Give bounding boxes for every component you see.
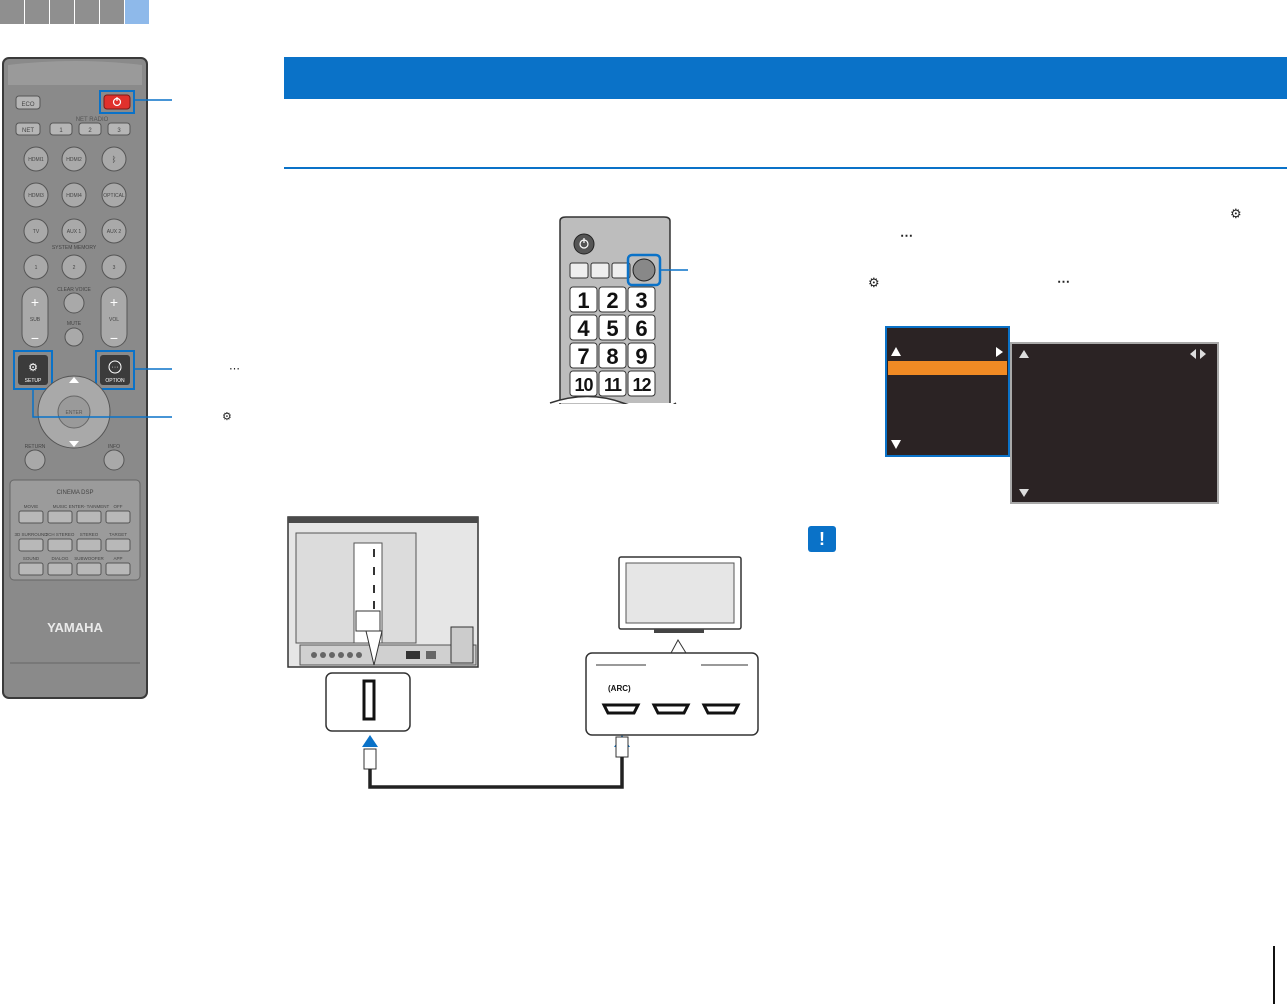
tv-key-8: 8 (606, 344, 618, 369)
option-callout-icon: ⋯ (229, 363, 240, 375)
memory-1-label: 1 (35, 265, 38, 271)
svg-text:+: + (110, 294, 118, 310)
tv-label: TV (33, 229, 40, 235)
tv-key-3: 3 (635, 288, 647, 313)
hdmi2-label: HDMI2 (66, 157, 82, 163)
instruction-setup-icon-2: ⚙ (868, 275, 880, 290)
dsp-subwoofer-label: SUBWOOFER (74, 556, 104, 561)
yamaha-logo: YAMAHA (47, 620, 103, 635)
submenu-left-arrow-icon (1190, 349, 1196, 359)
tv-key-7: 7 (577, 344, 589, 369)
dsp-music-label: MUSIC (53, 504, 68, 509)
submenu-right-arrow-icon (1200, 349, 1206, 359)
dsp-surround-label: 2CH STEREO (46, 532, 75, 537)
page-tab-5[interactable] (100, 0, 124, 24)
menu-right-arrow-icon (996, 347, 1003, 357)
instruction-option-icon-1: ⋯ (900, 228, 913, 243)
svg-text:−: − (110, 330, 118, 346)
svg-text:+: + (31, 294, 39, 310)
clear-voice-label: CLEAR VOICE (57, 287, 91, 293)
dsp-sound-label: SOUND (23, 556, 40, 561)
page-tab-4[interactable] (75, 0, 99, 24)
dsp-target-label: TARGET (109, 532, 127, 537)
dsp-dialog-label: DIALOG (51, 556, 69, 561)
note-alert-icon: ! (808, 526, 836, 552)
preset-3-label: 3 (117, 128, 121, 134)
page-tab-1[interactable] (0, 0, 24, 24)
eco-label: ECO (21, 102, 34, 108)
tv-key-9: 9 (635, 344, 647, 369)
page-tab-6[interactable] (125, 0, 149, 24)
dsp-off-label: OFF (114, 504, 123, 509)
setup-gear-icon: ⚙ (28, 362, 38, 374)
hdmi-connection-diagram: (ARC) (287, 516, 759, 789)
menu-down-arrow-icon (891, 440, 901, 449)
tv-key-11: 11 (604, 375, 622, 395)
menu-highlight-row (888, 361, 1007, 375)
instruction-option-icon-2: ⋯ (1057, 274, 1070, 289)
net-radio-label: NET RADIO (76, 117, 109, 123)
instruction-setup-icon-1: ⚙ (1230, 206, 1242, 221)
info-label: INFO (108, 444, 120, 450)
svg-text:−: − (31, 330, 39, 346)
tv-key-10: 10 (574, 375, 593, 395)
memory-3-label: 3 (113, 265, 116, 271)
dsp-entertainment-label: ENTER- TAINMENT (69, 504, 110, 509)
dsp-app-label: APP (113, 556, 122, 561)
tv-key-12: 12 (632, 375, 651, 395)
tv-key-1: 1 (577, 288, 589, 313)
tv-key-2: 2 (606, 288, 618, 313)
memory-2-label: 2 (73, 265, 76, 271)
menu-screen-illustration (885, 326, 1219, 504)
page-tab-2[interactable] (25, 0, 49, 24)
cinema-dsp-label: CINEMA DSP (56, 490, 93, 496)
sub-label: SUB (30, 317, 41, 323)
yamaha-remote-illustration: ECO NET RADIO NET 1 2 3 HDMI1 HDMI2 ᛒ HD… (2, 57, 172, 699)
aux1-label: AUX 1 (67, 229, 82, 235)
arc-label: (ARC) (608, 684, 631, 693)
tv-remote-illustration: 1 2 3 4 5 6 7 8 9 10 11 12 (548, 216, 698, 415)
bluetooth-icon: ᛒ (112, 155, 117, 164)
tv-key-5: 5 (606, 316, 618, 341)
tv-key-6: 6 (635, 316, 647, 341)
tv-key-4: 4 (577, 316, 590, 341)
enter-label: ENTER (66, 410, 83, 416)
setup-label: SETUP (25, 378, 42, 384)
submenu-up-arrow-icon (1019, 350, 1029, 358)
hdmi3-label: HDMI3 (28, 193, 44, 199)
section-divider (284, 167, 1287, 169)
submenu-down-arrow-icon (1019, 489, 1029, 497)
vol-label: VOL (109, 317, 119, 323)
page-tabs (0, 0, 149, 24)
system-memory-label: SYSTEM MEMORY (52, 245, 97, 251)
preset-2-label: 2 (88, 128, 92, 134)
hdmi1-label: HDMI1 (28, 157, 44, 163)
menu-up-arrow-icon (891, 347, 901, 356)
dsp-movie-label: MOVIE (24, 504, 39, 509)
option-dots-icon: ··· (112, 364, 119, 371)
return-label: RETURN (25, 444, 46, 450)
preset-1-label: 1 (59, 128, 63, 134)
dsp-3d-surround-label: 3D SURROUND (14, 532, 48, 537)
setup-callout-icon: ⚙ (222, 411, 232, 423)
page-tab-3[interactable] (50, 0, 74, 24)
hdmi4-label: HDMI4 (66, 193, 82, 199)
option-label: OPTION (105, 378, 125, 384)
section-header-bar (284, 57, 1287, 99)
optical-label: OPTICAL (103, 193, 125, 199)
dsp-stereo-label: STEREO (80, 532, 99, 537)
mute-label: MUTE (67, 321, 82, 327)
page-edge-marker (1273, 946, 1275, 1004)
net-label: NET (22, 128, 34, 134)
aux2-label: AUX 2 (107, 229, 122, 235)
